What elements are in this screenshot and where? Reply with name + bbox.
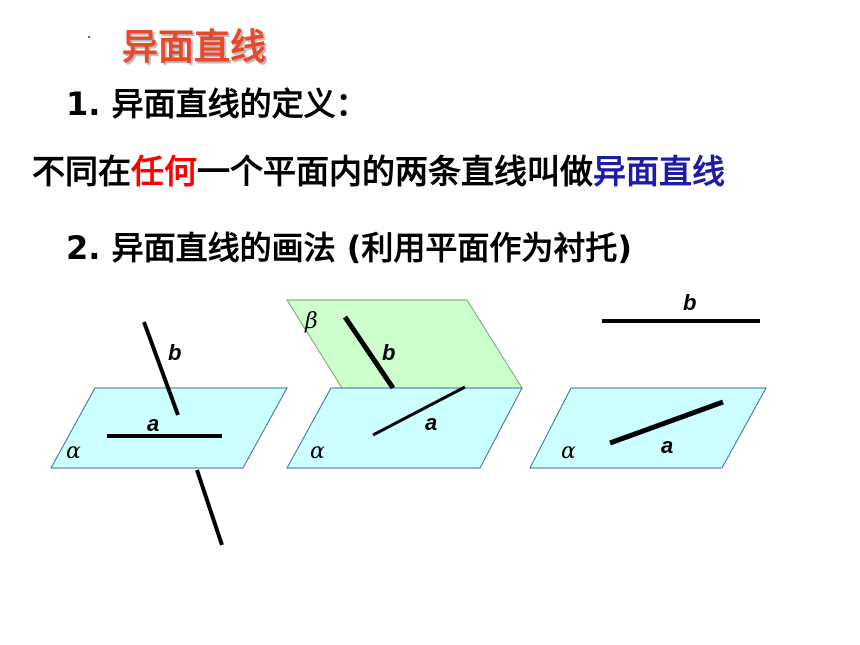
label-a-3: a — [661, 433, 673, 458]
label-b-3: b — [683, 290, 696, 315]
definition-text: 不同在任何一个平面内的两条直线叫做异面直线 — [32, 150, 725, 194]
label-alpha-2: α — [310, 439, 325, 464]
skew-lines-diagrams: a b α b a α β b a α — [50, 290, 767, 546]
line-a-2 — [372, 385, 466, 437]
definition-highlight-red: 任何 — [131, 152, 197, 191]
definition-part2: 一个平面内的两条直线叫做 — [197, 152, 593, 191]
plane-alpha-1 — [50, 387, 288, 469]
decorative-dot — [88, 36, 90, 38]
line-b-1-lower — [195, 469, 224, 546]
figure-1: a b α — [50, 321, 288, 546]
label-a-2: a — [425, 410, 437, 435]
label-b-1: b — [168, 340, 181, 365]
page-title: 异面直线 — [122, 27, 267, 68]
heading-drawing-method: 2. 异面直线的画法 (利用平面作为衬托) — [66, 229, 632, 267]
definition-highlight-blue: 异面直线 — [593, 152, 725, 191]
label-a-1: a — [147, 411, 159, 436]
plane-beta-2 — [286, 299, 523, 389]
line-a-3 — [609, 399, 724, 446]
label-alpha-1: α — [66, 439, 81, 464]
figure-2: b a α β — [286, 299, 523, 469]
label-b-2: b — [382, 340, 395, 365]
figure-3: b a α — [529, 290, 767, 469]
line-b-2 — [342, 315, 396, 390]
heading-definition: 1. 异面直线的定义： — [66, 85, 368, 123]
label-alpha-3: α — [561, 439, 576, 464]
definition-part1: 不同在 — [32, 152, 131, 191]
plane-alpha-2 — [286, 387, 523, 469]
line-b-1-upper — [142, 321, 180, 416]
label-beta-2: β — [304, 309, 318, 334]
